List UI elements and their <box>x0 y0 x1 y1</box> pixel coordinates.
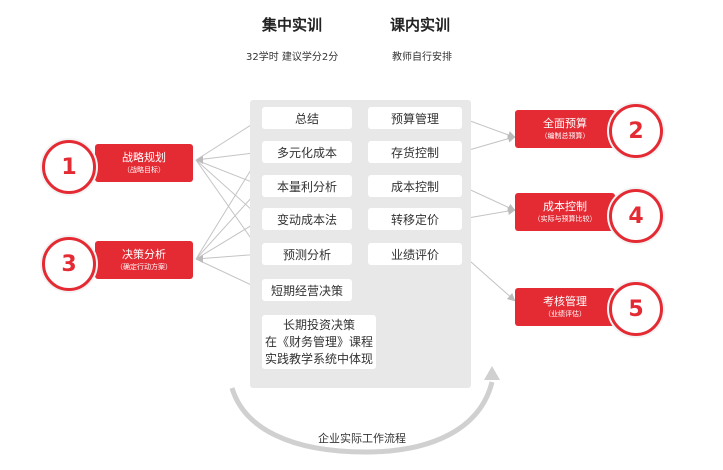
goal-strategic-planning: 战略规划 （战略目标） <box>95 144 193 182</box>
long-term-investment-line2: 在《财务管理》课程 <box>264 334 373 349</box>
flow-label: 企业实际工作流程 <box>318 432 406 445</box>
goal-cost-control: 成本控制 （实际与预算比较） <box>515 193 615 231</box>
module-inventory-control: 存货控制 <box>368 141 462 163</box>
arrowhead <box>196 255 203 263</box>
goal-number-badge: 2 <box>609 104 663 158</box>
module-variable-costing: 变动成本法 <box>262 208 352 230</box>
module-budget-management: 预算管理 <box>368 107 462 129</box>
goal-title: 战略规划 <box>122 151 166 164</box>
goal-title: 考核管理 <box>543 295 587 308</box>
module-cost-control: 成本控制 <box>368 175 462 197</box>
goal-title: 决策分析 <box>122 248 166 261</box>
goal-subtitle: （实际与预算比较） <box>533 215 597 223</box>
module-short-term-decision: 短期经营决策 <box>262 279 352 301</box>
goal-subtitle: （战略目标） <box>123 166 165 174</box>
goal-number-badge: 3 <box>42 237 96 291</box>
module-forecast-analysis: 预测分析 <box>262 243 352 265</box>
goal-subtitle: （编制总预算） <box>540 132 590 140</box>
long-term-investment-line1: 长期投资决策 <box>282 317 355 332</box>
goal-number-badge: 4 <box>609 189 663 243</box>
goal-number-badge: 5 <box>609 282 663 336</box>
flow-arc-arrowhead <box>484 366 500 380</box>
header-title-in-class: 课内实训 <box>390 16 451 34</box>
goal-assessment-management: 考核管理 （业绩评估） <box>515 288 615 326</box>
goal-comprehensive-budget: 全面预算 （编制总预算） <box>515 110 615 148</box>
goal-subtitle: （确定行动方案） <box>116 263 172 271</box>
goal-number-badge: 1 <box>42 140 96 194</box>
module-summary: 总结 <box>262 107 352 129</box>
module-long-term-investment: 长期投资决策 在《财务管理》课程 实践教学系统中体现 <box>262 315 376 369</box>
flow-arc <box>229 381 495 455</box>
goal-decision-analysis: 决策分析 （确定行动方案） <box>95 241 193 279</box>
header-subtitle-in-class: 教师自行安排 <box>392 52 452 63</box>
module-transfer-pricing: 转移定价 <box>368 208 462 230</box>
goal-subtitle: （业绩评估） <box>544 310 586 318</box>
header-subtitle-centralized: 32学时 建议学分2分 <box>246 52 339 63</box>
header-title-centralized: 集中实训 <box>262 16 323 34</box>
arrowhead <box>196 156 203 164</box>
goal-title: 成本控制 <box>543 200 587 213</box>
module-diversified-cost: 多元化成本 <box>262 141 352 163</box>
long-term-investment-line3: 实践教学系统中体现 <box>264 351 373 366</box>
goal-title: 全面预算 <box>543 117 587 130</box>
module-performance-evaluation: 业绩评价 <box>368 243 462 265</box>
module-cvp-analysis: 本量利分析 <box>262 175 352 197</box>
